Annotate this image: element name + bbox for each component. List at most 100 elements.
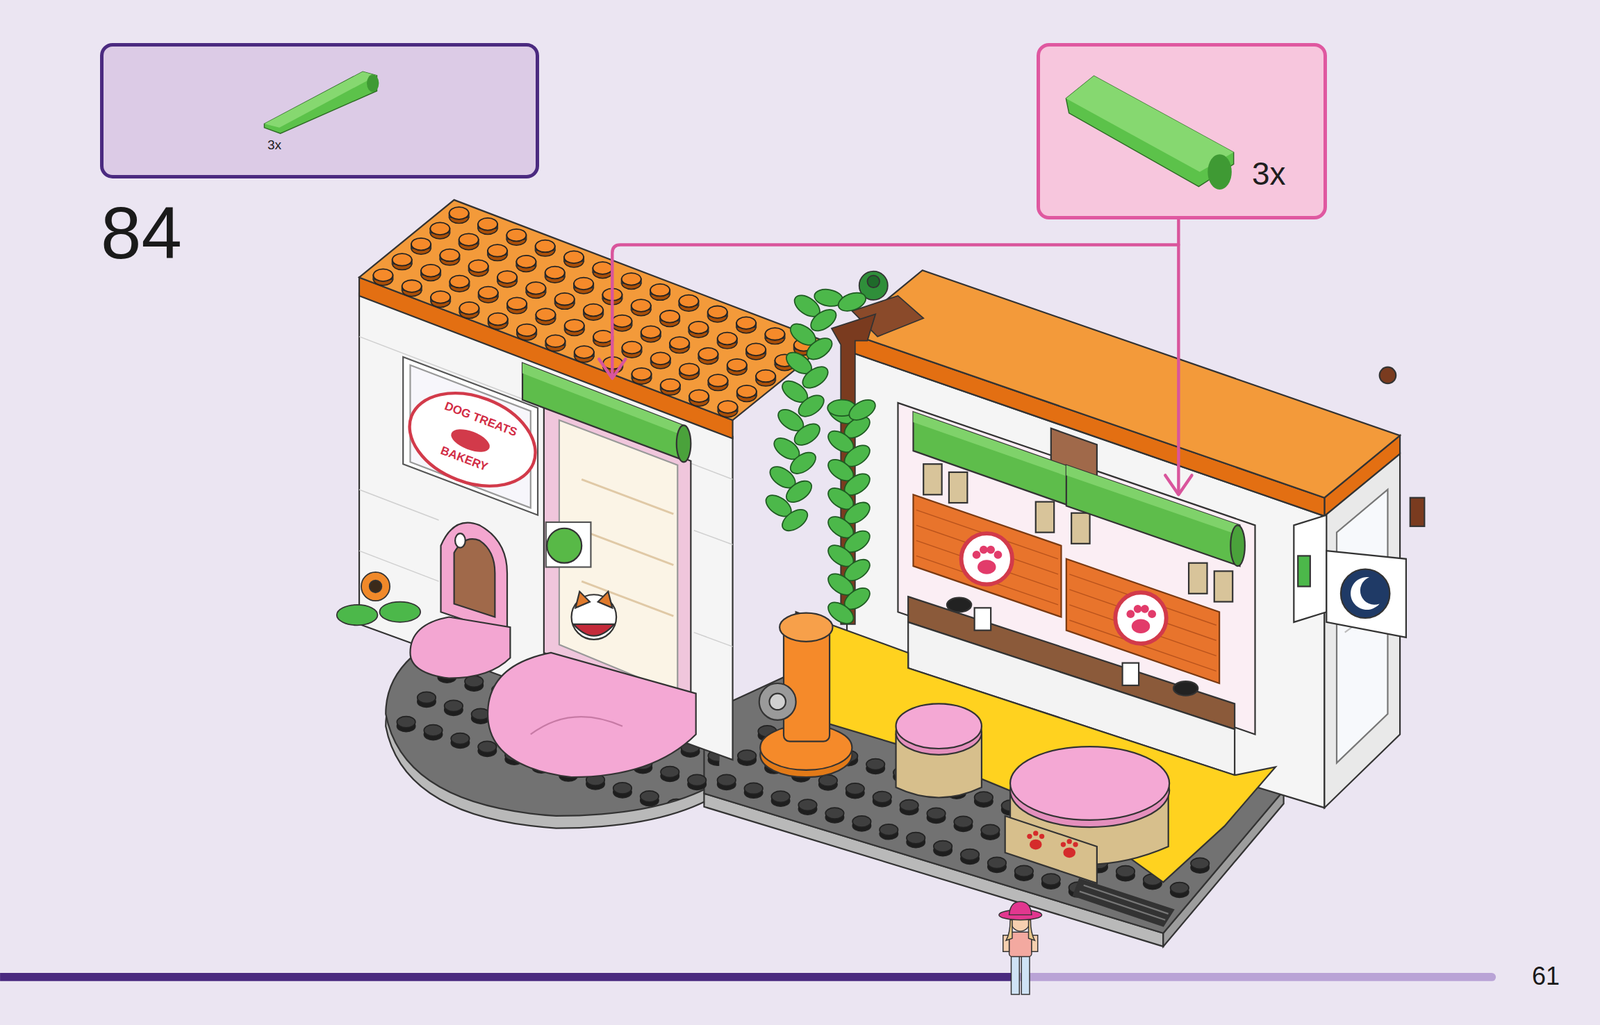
- stud: [906, 833, 925, 845]
- stud: [694, 807, 713, 824]
- fire-hydrant: [779, 613, 833, 642]
- stud: [707, 305, 728, 319]
- stud: [1176, 915, 1195, 931]
- stud: [688, 321, 708, 338]
- stud: [825, 807, 844, 824]
- hanging-sign: [1293, 515, 1327, 623]
- shop-floor: [1010, 746, 1170, 821]
- stud: [439, 249, 460, 262]
- shop-floor: [1083, 885, 1169, 915]
- stud: [933, 841, 952, 857]
- flower-plant: [336, 605, 378, 626]
- stud: [641, 325, 661, 342]
- stud: [679, 363, 699, 380]
- hanging-sign: [1410, 498, 1425, 527]
- stud: [449, 207, 469, 220]
- stud: [402, 279, 422, 296]
- stud: [846, 783, 865, 799]
- stud: [1015, 865, 1034, 881]
- stud: [421, 264, 441, 278]
- stud: [687, 774, 706, 790]
- hanging-sign: [1297, 555, 1311, 587]
- stud: [926, 807, 945, 820]
- stud: [430, 222, 450, 235]
- stud: [764, 327, 785, 341]
- stud: [417, 691, 436, 704]
- minifigure: [1028, 920, 1035, 941]
- stud: [430, 222, 450, 239]
- shop-floor: [1079, 892, 1166, 921]
- stud: [583, 304, 604, 317]
- shop-wall: [1071, 513, 1090, 544]
- stud: [430, 291, 451, 308]
- leaf: [790, 419, 824, 450]
- stud: [444, 700, 463, 712]
- shop-wall: [1066, 465, 1241, 536]
- stud: [449, 275, 469, 289]
- stud: [737, 385, 757, 399]
- stud: [694, 807, 713, 820]
- leaf: [778, 505, 812, 536]
- stud: [477, 218, 498, 235]
- minifigure: [1011, 955, 1020, 995]
- progress-bar: [0, 973, 1492, 982]
- leaf: [786, 448, 820, 478]
- shop-wall: [946, 598, 972, 613]
- callout-leader: [612, 244, 1179, 376]
- stud: [798, 799, 817, 815]
- sticker-text: BAKERY: [439, 444, 490, 474]
- page-number: 61: [1531, 964, 1560, 990]
- stud: [953, 816, 972, 828]
- flower-plant: [379, 602, 421, 623]
- shop-floor: [1072, 842, 1078, 847]
- stud: [660, 310, 680, 327]
- shop-floor: [1026, 834, 1032, 840]
- stud: [574, 345, 595, 362]
- stud: [698, 348, 719, 361]
- stud: [392, 253, 412, 267]
- stud: [689, 389, 709, 403]
- stud: [879, 824, 898, 836]
- stud: [449, 275, 469, 292]
- stud: [507, 297, 527, 314]
- shop-wall: [1115, 592, 1166, 644]
- stud: [421, 264, 441, 281]
- quantity-label: 3x: [267, 138, 282, 152]
- fire-hydrant: [759, 613, 853, 778]
- stud: [459, 302, 479, 319]
- shop-wall: [913, 494, 1062, 617]
- stud: [373, 268, 393, 282]
- stud: [694, 813, 713, 818]
- shop-floor: [1005, 816, 1098, 884]
- stud: [667, 803, 686, 815]
- stud: [564, 319, 585, 333]
- stud: [660, 766, 679, 779]
- stud: [459, 233, 479, 246]
- stud: [477, 741, 497, 757]
- stud: [516, 324, 537, 337]
- stud: [933, 841, 952, 853]
- stud: [516, 255, 536, 272]
- stud: [718, 400, 738, 414]
- tree-leaves: [762, 287, 879, 629]
- stud: [487, 244, 508, 258]
- step-number: 84: [100, 196, 183, 270]
- part-highlight: [1065, 75, 1234, 172]
- stud: [707, 305, 728, 322]
- stud: [960, 849, 979, 865]
- stud: [449, 207, 469, 224]
- stud: [516, 255, 536, 269]
- parts-list-box: 3x: [100, 43, 540, 179]
- stud: [689, 389, 709, 406]
- stud: [545, 266, 565, 283]
- stud: [1170, 883, 1189, 899]
- stud: [987, 857, 1006, 873]
- stud: [555, 293, 575, 310]
- bakery-wall: [359, 200, 829, 778]
- shop-floor: [796, 612, 1276, 883]
- stud: [717, 774, 736, 786]
- part-icon: [1040, 46, 1324, 217]
- callout-leader: [1165, 475, 1192, 495]
- stud: [613, 782, 632, 799]
